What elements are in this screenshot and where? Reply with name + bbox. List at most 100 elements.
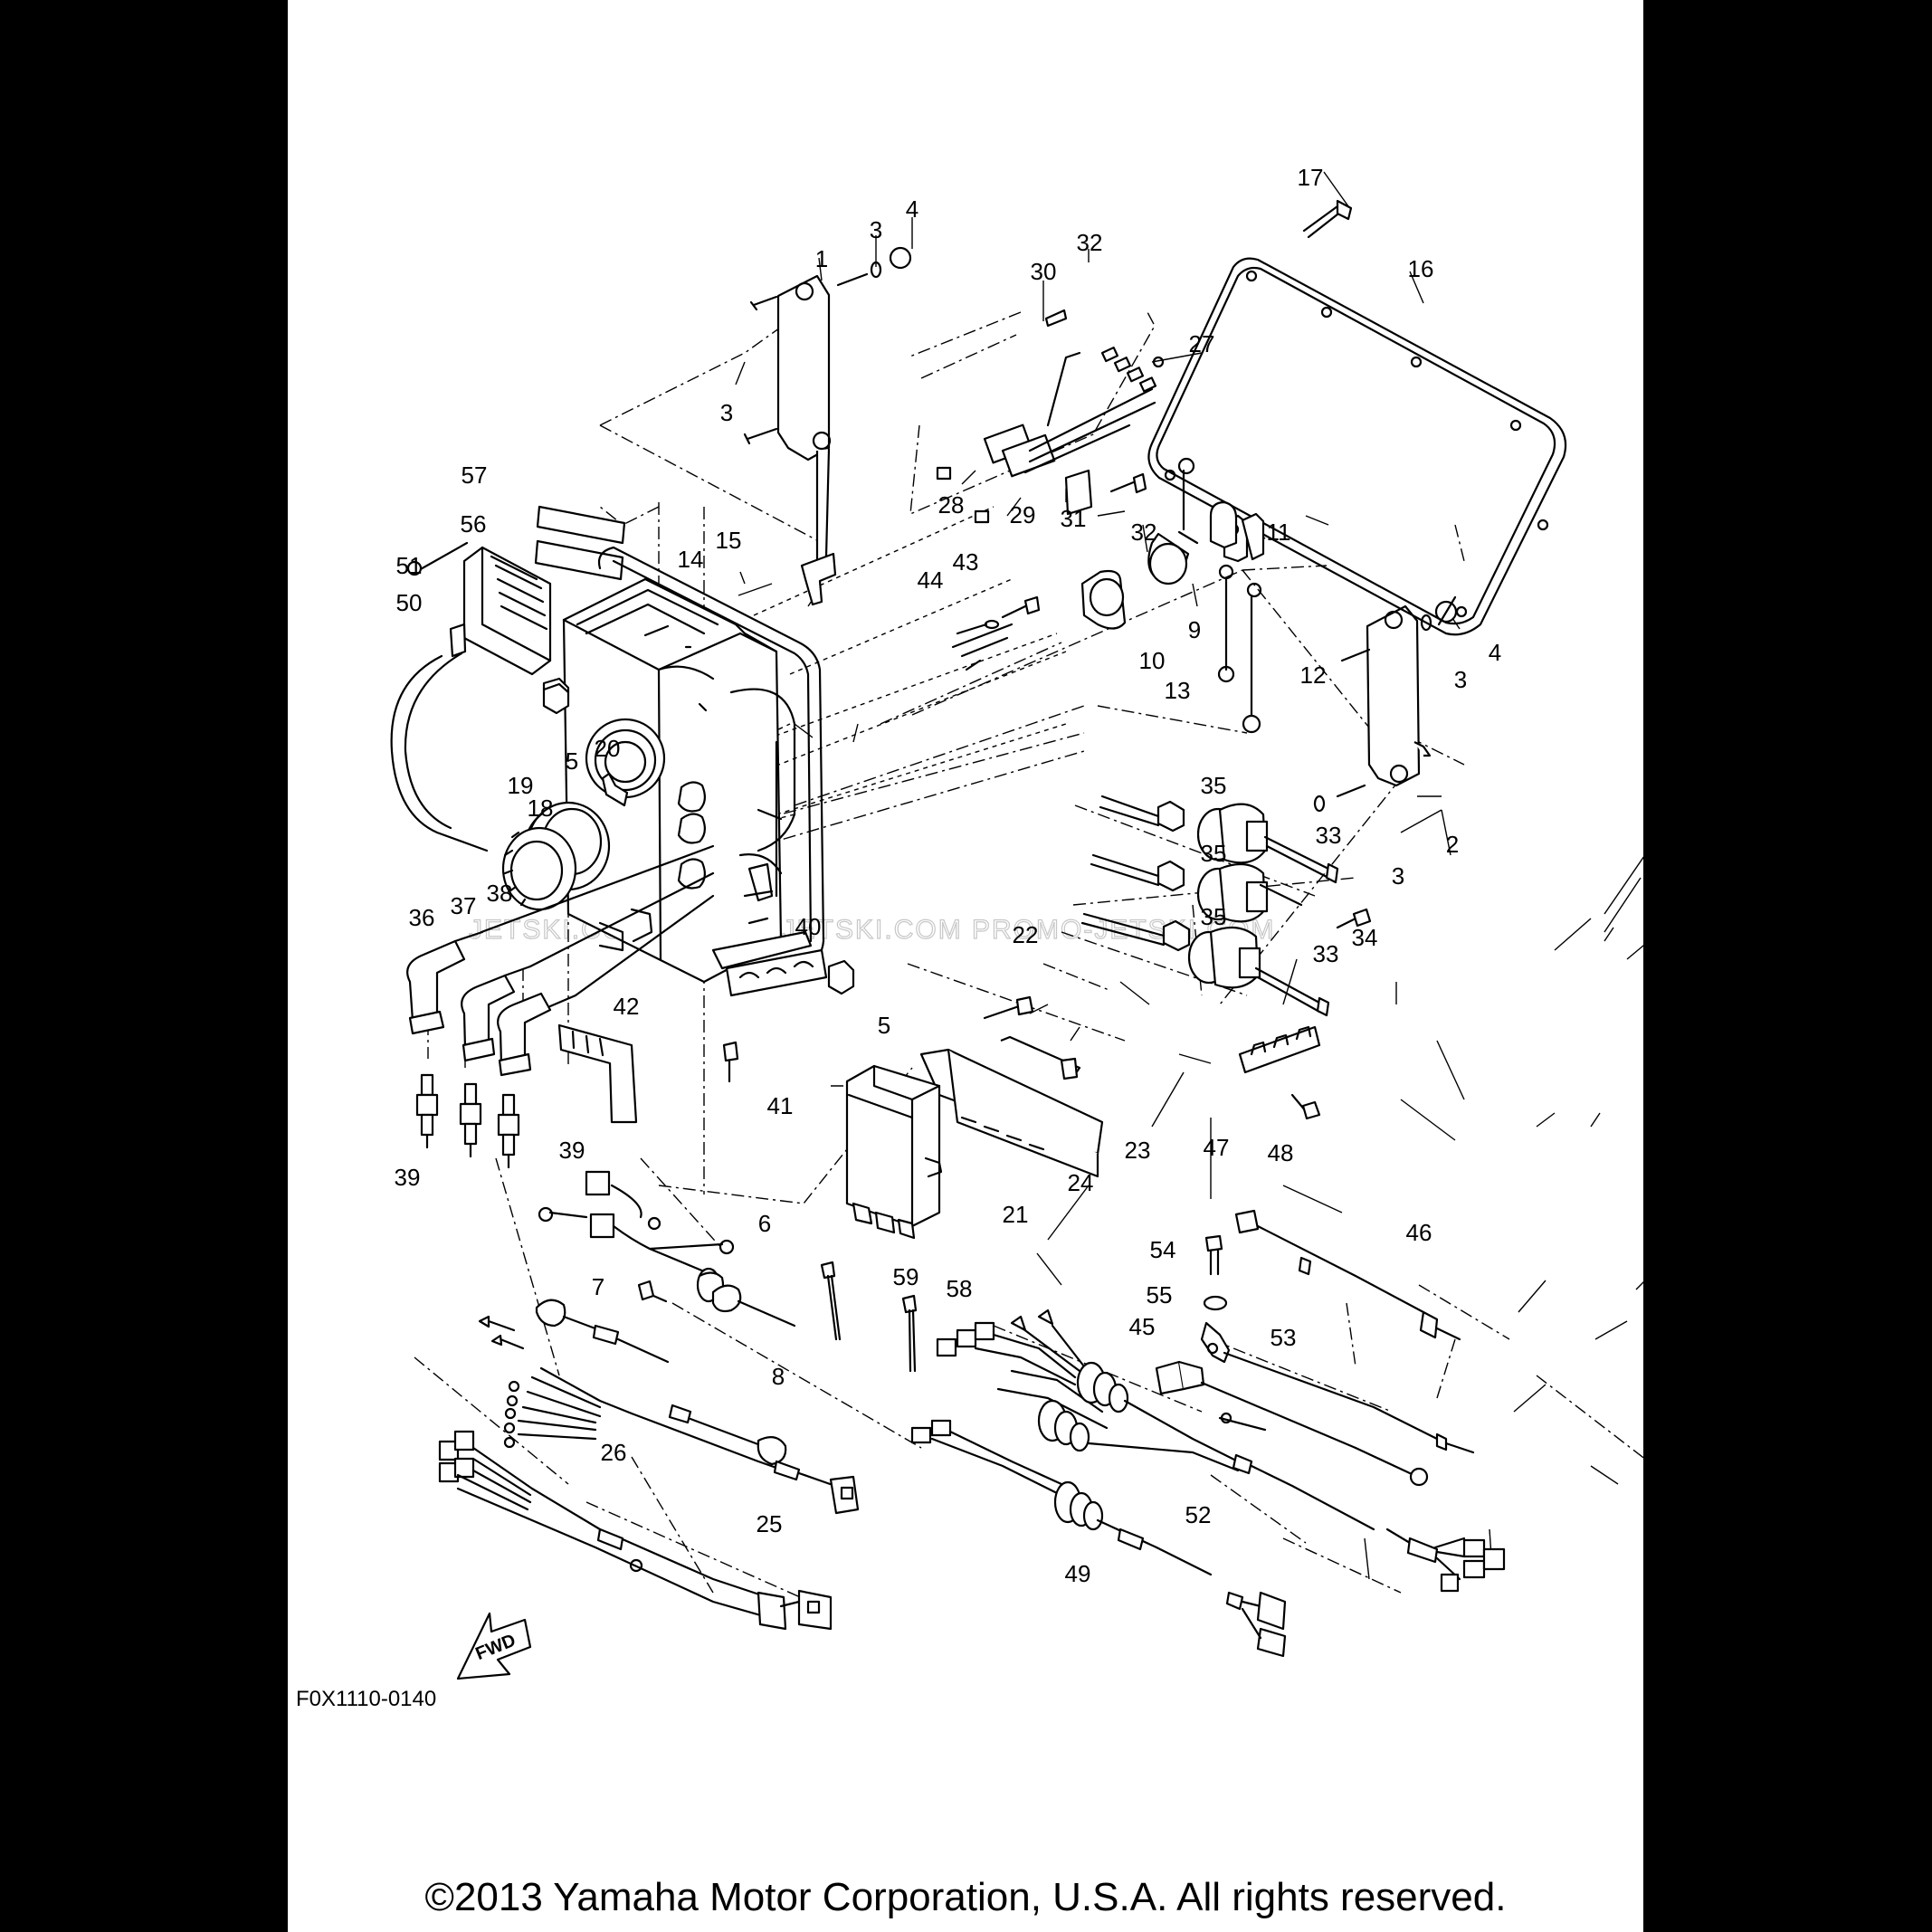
part-number-label: 30	[1031, 258, 1057, 285]
part-number-label: 32	[1131, 519, 1157, 546]
part-number-label: 53	[1271, 1324, 1297, 1351]
part-number-label: 36	[409, 904, 435, 931]
part-number-label: 4	[906, 195, 918, 223]
diagram-sheet: JETSKI.COM PROMO-JETSKI.COM PROMO-JETSKI…	[288, 0, 1643, 1932]
part-number-label: 22	[1013, 921, 1039, 948]
harness-52-drawing	[936, 1309, 1506, 1593]
part-numbers: 1 3 4 3 30 32 17 16 27 28 29 31 32 11 57…	[395, 164, 1502, 1587]
part-number-label: 55	[1147, 1281, 1173, 1309]
part-number-label: 2	[1446, 831, 1459, 858]
part-number-label: 28	[938, 491, 965, 519]
part-number-label: 3	[1392, 862, 1404, 890]
harness-25-drawing	[478, 1315, 860, 1515]
gasket-drawing	[1147, 257, 1567, 636]
part-number-label: 17	[1298, 164, 1324, 191]
cable-8-drawing	[535, 1299, 787, 1466]
part-number-label: 48	[1268, 1139, 1294, 1166]
diagram-code: F0X1110-0140	[296, 1687, 436, 1711]
bracket-left-drawing	[743, 246, 912, 606]
part-number-label: 43	[953, 548, 979, 576]
harness-6-drawing	[538, 1170, 796, 1328]
part-number-label: 23	[1125, 1137, 1151, 1164]
screw-17-drawing	[1302, 199, 1353, 239]
part-number-label: 37	[451, 892, 477, 919]
knob-drawing	[501, 801, 611, 911]
part-number-label: 39	[559, 1137, 585, 1164]
holder-drawing	[557, 930, 828, 1124]
part-number-label: 50	[396, 589, 423, 616]
part-number-label: 1	[815, 245, 828, 272]
terminal-block-drawing	[919, 995, 1104, 1178]
cable-ties-drawing	[820, 1261, 918, 1373]
coil-lower	[1187, 926, 1330, 1017]
part-number-label: 44	[918, 566, 944, 594]
sensors-drawing	[1155, 1209, 1475, 1487]
copyright-notice: ©2013 Yamaha Motor Corporation, U.S.A. A…	[424, 1875, 1507, 1919]
part-number-label: 5	[878, 1012, 890, 1039]
part-number-label: 6	[758, 1210, 771, 1237]
part-number-label: 25	[757, 1510, 783, 1537]
part-number-label: 47	[1204, 1134, 1230, 1161]
part-number-label: 3	[720, 399, 733, 426]
part-number-label: 15	[716, 527, 742, 554]
part-drawings	[390, 199, 1567, 1680]
part-number-label: 41	[767, 1092, 794, 1119]
fwd-arrow-drawing	[456, 1612, 532, 1680]
rectifier-drawing	[390, 541, 552, 852]
part-number-label: 46	[1406, 1219, 1432, 1246]
part-number-label: 13	[1165, 677, 1191, 704]
part-number-label: 16	[1408, 255, 1434, 282]
part-number-label: 18	[528, 795, 554, 822]
clip-20-drawing	[601, 772, 629, 807]
coil-middle	[1196, 862, 1303, 923]
part-number-label: 9	[1188, 616, 1201, 643]
spark-plugs-drawing	[415, 1073, 520, 1169]
part-number-label: 49	[1065, 1560, 1091, 1587]
part-number-label: 4	[1489, 639, 1501, 666]
part-number-label: 11	[1267, 519, 1291, 546]
part-number-label: 19	[508, 772, 534, 799]
part-number-label: 35	[1201, 772, 1227, 799]
part-number-label: 33	[1313, 940, 1339, 967]
part-number-label: 14	[678, 546, 704, 573]
part-number-label: 33	[1316, 822, 1342, 849]
part-number-label: 56	[461, 510, 487, 538]
part-number-label: 45	[1129, 1313, 1156, 1340]
part-number-label: 40	[795, 913, 822, 940]
part-number-label: 12	[1300, 661, 1327, 689]
part-number-label: 3	[870, 216, 882, 243]
strip-47-drawing	[1238, 1025, 1321, 1120]
part-number-label: 54	[1150, 1236, 1176, 1263]
part-number-label: 58	[947, 1275, 973, 1302]
part-number-label: 3	[1454, 666, 1467, 693]
bolt-7-drawing	[637, 1280, 668, 1303]
part-number-label: 5	[566, 747, 578, 775]
bracket-right-drawing	[1313, 595, 1458, 813]
part-number-label: 34	[1352, 924, 1378, 951]
part-number-label: 42	[614, 993, 640, 1020]
relay-assembly-drawing	[909, 309, 1157, 524]
part-number-label: 59	[893, 1263, 919, 1290]
labels-drawing	[534, 505, 626, 581]
plug-caps-drawing	[406, 844, 715, 1077]
part-number-label: 32	[1077, 229, 1103, 256]
part-number-label: 52	[1185, 1501, 1212, 1528]
part-number-label: 35	[1201, 840, 1227, 867]
part-number-label: 27	[1189, 330, 1215, 357]
bolt-34-drawing	[1336, 908, 1372, 929]
part-number-label: 21	[1003, 1201, 1029, 1228]
exploded-parts-diagram: JETSKI.COM PROMO-JETSKI.COM PROMO-JETSKI…	[296, 164, 1643, 1711]
part-number-label: 20	[595, 735, 621, 762]
part-number-label: 51	[396, 552, 423, 579]
part-number-label: 8	[772, 1363, 785, 1390]
harness-49-drawing	[910, 1419, 1287, 1658]
part-number-label: 29	[1010, 501, 1036, 528]
part-number-label: 7	[592, 1273, 604, 1300]
bolts-43-44-drawing	[951, 595, 1041, 671]
part-number-label: 39	[395, 1164, 421, 1191]
coil-upper	[1196, 803, 1339, 884]
clamps-drawing	[1209, 500, 1238, 549]
grommet-10-drawing	[1080, 569, 1127, 630]
ignition-coils-drawing	[1080, 795, 1339, 1017]
part-number-label: 35	[1201, 903, 1227, 930]
